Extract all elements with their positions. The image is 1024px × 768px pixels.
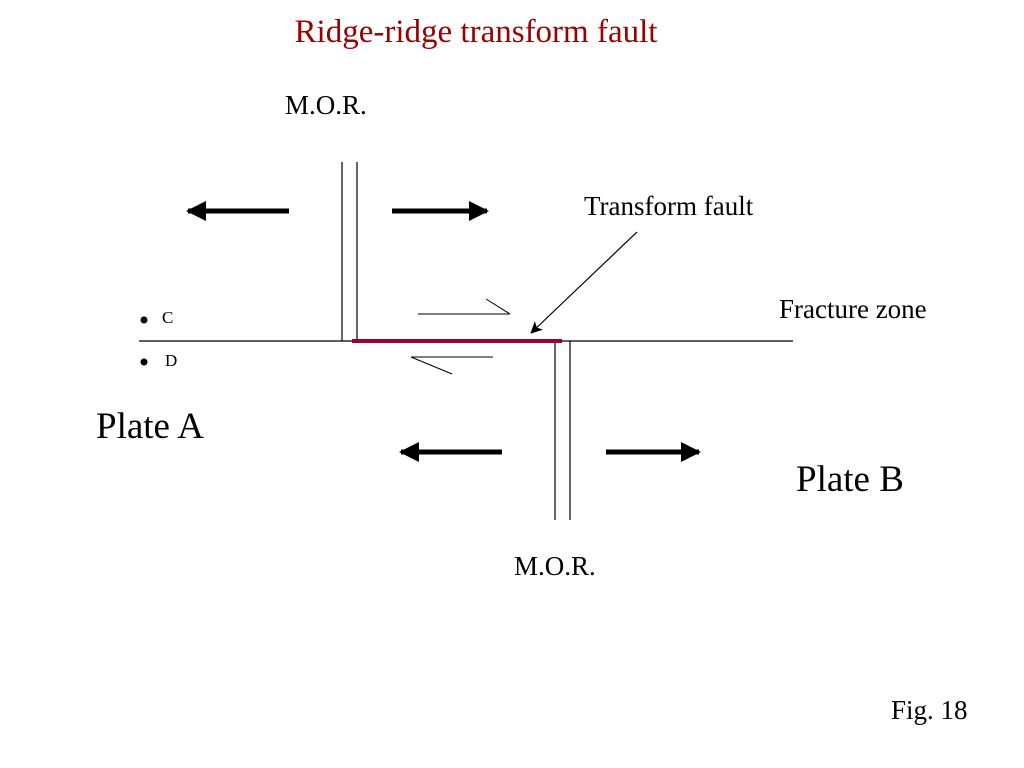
upper-half-arrow [418,298,511,315]
plate-b-label: Plate B [796,459,904,500]
mor-bottom-label: M.O.R. [514,551,596,581]
transform-fault-pointer-arrow [530,231,638,334]
figure-number-label: Fig. 18 [891,695,968,725]
point-d-label: D [165,351,178,370]
point-c-dot [140,316,148,324]
point-d-dot [140,358,148,366]
point-c-label: C [162,308,174,327]
mor-top-label: M.O.R. [285,90,367,120]
lower-half-arrow [410,356,493,375]
page-title: Ridge-ridge transform fault [294,14,658,50]
lower-ridge [554,341,571,520]
fracture-zone-label: Fracture zone [779,294,927,324]
transform-fault-label: Transform fault [584,191,754,221]
plate-a-label: Plate A [96,406,204,447]
upper-ridge [341,162,358,341]
